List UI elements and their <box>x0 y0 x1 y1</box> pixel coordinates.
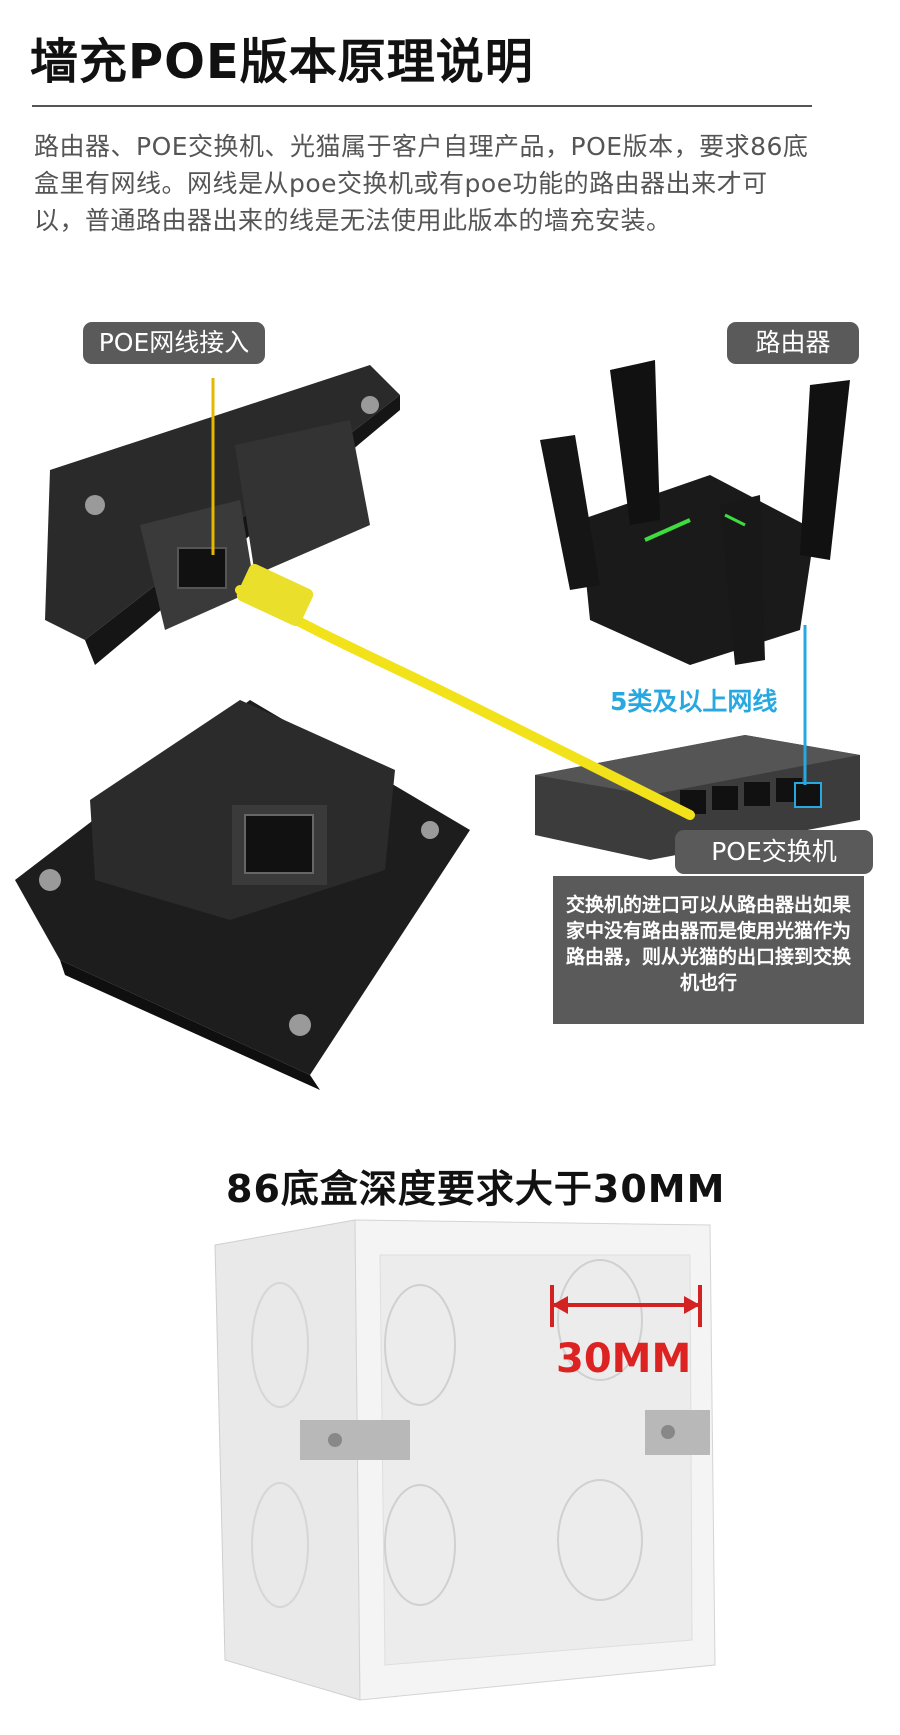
poe-cable-in-label: POE网线接入 <box>83 322 265 364</box>
title-divider <box>32 105 812 107</box>
depth-measure-label: 30MM <box>556 1336 692 1382</box>
cable-spec-label: 5类及以上网线 <box>610 687 778 716</box>
yellow-patch-cable <box>235 585 695 820</box>
switch-note-box: 交换机的进口可以从路由器出如果家中没有路由器而是使用光猫作为路由器，则从光猫的出… <box>553 876 864 1024</box>
wall-charger-top-image <box>45 365 400 665</box>
junction-box-image <box>214 1219 716 1701</box>
depth-measure-arrow <box>550 1285 702 1327</box>
wall-charger-bottom-image <box>15 700 470 1090</box>
poe-switch-label: POE交换机 <box>675 830 873 874</box>
router-image <box>540 360 850 665</box>
page-title: 墙充POE版本原理说明 <box>30 34 534 90</box>
box-depth-title: 86底盒深度要求大于30MM <box>226 1167 726 1211</box>
router-label: 路由器 <box>727 322 859 364</box>
intro-paragraph: 路由器、POE交换机、光猫属于客户自理产品，POE版本，要求86底盒里有网线。网… <box>34 132 809 235</box>
